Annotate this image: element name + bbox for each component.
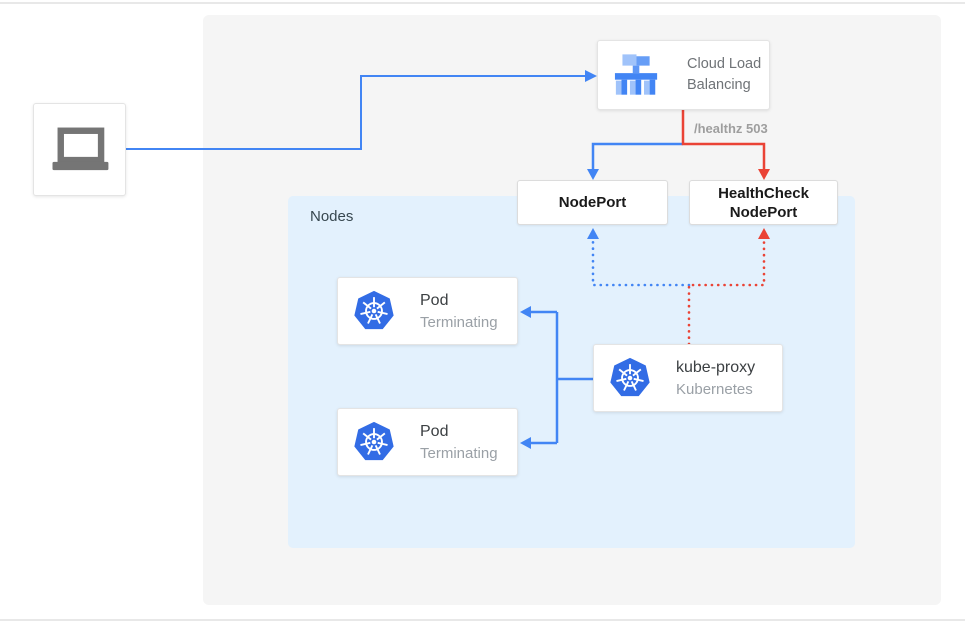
nodeport-box: NodePort [517,180,668,225]
pod-status: Terminating [420,313,498,331]
nodeport-label: NodePort [558,194,627,211]
loadbalancer-to-nodeport-arrow [587,142,683,180]
client-device-card [33,103,126,196]
cloud-load-balancing-icon [614,54,659,96]
pod-card: Pod Terminating [337,277,518,345]
pod-status: Terminating [420,444,498,462]
healthcheck-nodeport-box: HealthCheck NodePort [689,180,838,225]
laptop-icon [47,122,113,178]
kubernetes-icon [352,290,396,332]
nodes-group-label: Nodes [310,208,354,225]
kube-proxy-subtitle: Kubernetes [676,380,753,398]
kubeproxy-to-nodeport-dotted-arrow [587,228,691,287]
client-to-loadbalancer-arrow [126,70,597,150]
healthcheck-nodeport-label: HealthCheck NodePort [718,184,809,221]
bottom-divider [0,619,965,621]
cloud-load-balancing-card: Cloud Load Balancing [597,40,770,110]
kube-proxy-title: kube-proxy [676,358,756,376]
loadbalancer-to-healthcheck-arrow [681,110,770,180]
kube-proxy-card: kube-proxy Kubernetes [593,344,783,412]
pod-card: Pod Terminating [337,408,518,476]
pod-title: Pod [420,291,449,309]
healthz-annotation: /healthz 503 [694,121,768,136]
top-divider [0,2,965,4]
kubernetes-icon [352,421,396,463]
kubeproxy-to-pods-arrows [520,306,593,449]
kubeproxy-to-healthcheck-dotted-arrow [687,228,770,346]
cloud-load-balancing-label: Cloud Load Balancing [687,56,762,93]
pod-title: Pod [420,422,449,440]
kubernetes-icon [608,357,652,399]
